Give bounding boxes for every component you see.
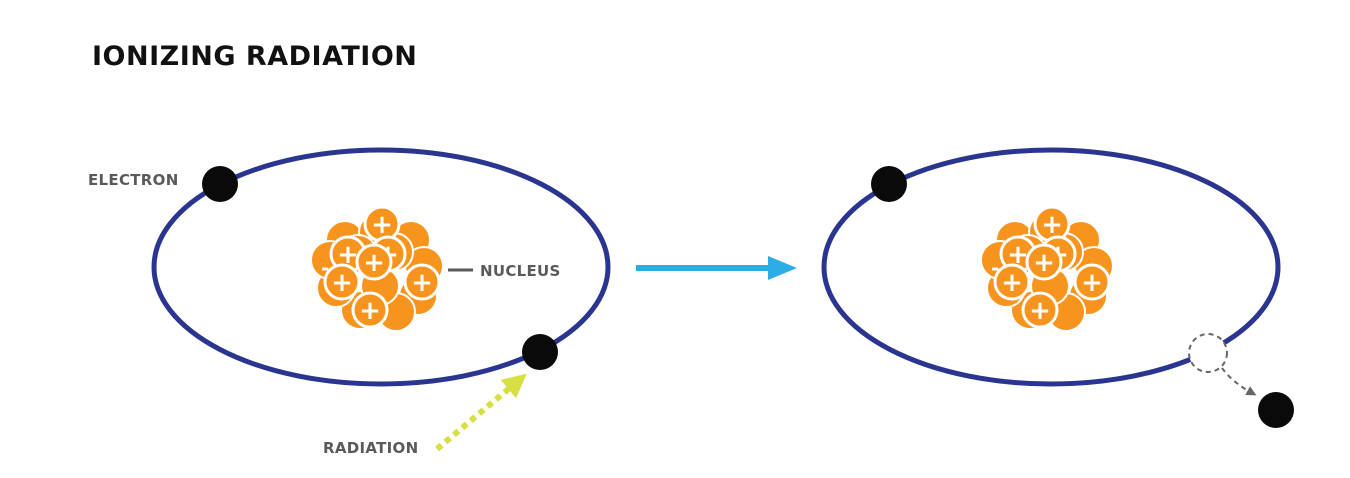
diagram-title: IONIZING RADIATION — [92, 41, 418, 72]
proton-symbol: + — [331, 268, 353, 298]
proton: + — [1033, 205, 1071, 243]
proton-symbol: + — [411, 268, 433, 298]
proton: + — [1025, 243, 1063, 281]
neutron-symbol: - — [321, 256, 329, 280]
dashed-arrow-icon — [1221, 367, 1257, 396]
proton-symbol: + — [359, 296, 381, 326]
proton: + — [351, 291, 389, 329]
electron — [522, 334, 558, 370]
electron-orbit — [821, 147, 1281, 387]
electron-orbit — [151, 147, 611, 387]
atom-after: -+++++++ — [821, 147, 1294, 428]
proton-symbol: + — [337, 240, 359, 270]
radiation-arrow-icon — [435, 373, 527, 452]
proton: + — [1073, 263, 1111, 301]
proton-symbol: + — [1041, 210, 1063, 240]
nucleus: -+++++++ — [980, 205, 1114, 332]
nucleus-label: NUCLEUS — [480, 262, 561, 280]
neutron-symbol: - — [991, 256, 999, 280]
proton: + — [993, 263, 1031, 301]
electron-label: ELECTRON — [88, 171, 179, 189]
radiation-label: RADIATION — [323, 439, 419, 457]
ejected-electron — [1258, 392, 1294, 428]
proton: + — [403, 263, 441, 301]
proton-symbol: + — [1081, 268, 1103, 298]
arrow-right-icon — [636, 256, 797, 280]
electron — [871, 166, 907, 202]
electron-vacancy — [1188, 333, 1228, 373]
proton: + — [1021, 291, 1059, 329]
proton-symbol: + — [1001, 268, 1023, 298]
proton-symbol: + — [363, 248, 385, 278]
proton: + — [355, 243, 393, 281]
electron — [202, 166, 238, 202]
proton-symbol: + — [1007, 240, 1029, 270]
nucleus: -+++++++ — [310, 205, 444, 332]
atom-before: -+++++++ — [151, 147, 611, 452]
proton-symbol: + — [1033, 248, 1055, 278]
proton-symbol: + — [1029, 296, 1051, 326]
proton-symbol: + — [371, 210, 393, 240]
proton: + — [363, 205, 401, 243]
proton: + — [323, 263, 361, 301]
